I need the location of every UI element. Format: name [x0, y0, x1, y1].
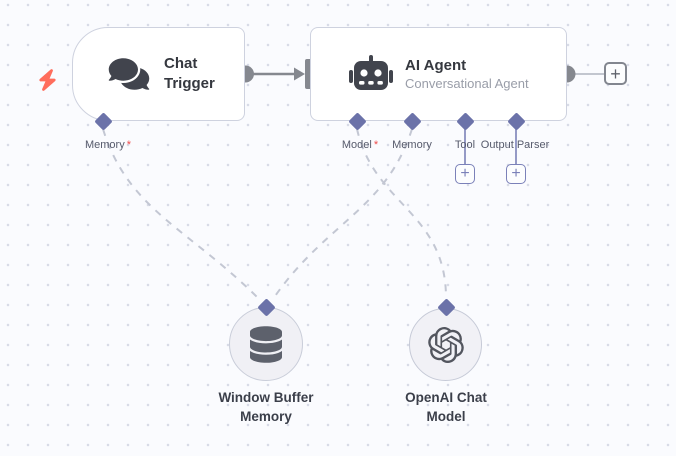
database-icon [250, 325, 282, 363]
add-node-button[interactable]: + [604, 62, 627, 85]
required-asterisk: * [373, 139, 379, 151]
node-chat-trigger[interactable]: Chat Trigger [72, 27, 245, 121]
node-window-buffer-memory[interactable] [229, 307, 303, 381]
ai-agent-title: AI Agent [405, 57, 467, 74]
wire-agent-memory-to-buffer [272, 128, 413, 300]
node-ai-agent[interactable]: AI Agent Conversational Agent [310, 27, 567, 121]
port-label-memory: Memory [392, 139, 432, 151]
add-tool-button[interactable]: + [455, 164, 475, 184]
robot-icon [349, 55, 393, 93]
port-label-tool: Tool [454, 139, 476, 151]
ai-agent-subtitle: Conversational Agent [405, 76, 529, 91]
chat-trigger-title: Chat Trigger [164, 55, 215, 92]
port-label-chat-memory: Memory* [84, 139, 132, 151]
node-openai-chat-model[interactable] [409, 308, 482, 381]
openai-chat-model-label: OpenAI Chat Model [405, 390, 487, 424]
required-asterisk: * [126, 139, 132, 151]
port-label-output-parser: Output Parser [480, 139, 550, 151]
openai-icon [427, 326, 464, 363]
arrowhead-icon [294, 67, 305, 81]
wire-chat-memory-to-buffer [102, 128, 260, 300]
port-label-model: Model* [341, 139, 379, 151]
wire-agent-model-to-openai [356, 128, 447, 299]
chat-bubbles-icon [107, 56, 151, 92]
window-buffer-memory-label: Window Buffer Memory [218, 390, 314, 424]
add-output-parser-button[interactable]: + [506, 164, 526, 184]
trigger-bolt-icon [38, 65, 57, 95]
